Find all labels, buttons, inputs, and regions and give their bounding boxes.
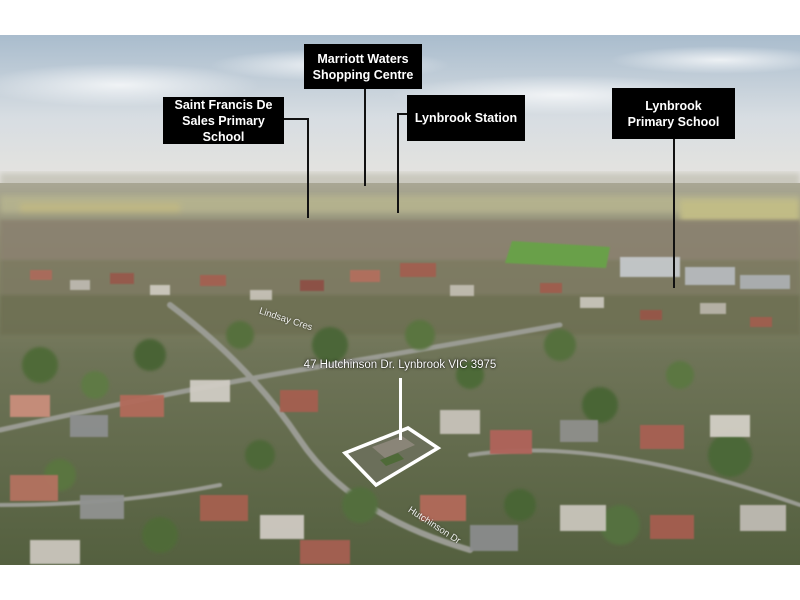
leader-lynbrook-primary bbox=[673, 138, 675, 288]
property-highlight bbox=[341, 426, 442, 488]
aerial-scene bbox=[0, 35, 800, 565]
property-address: 47 Hutchinson Dr. Lynbrook VIC 3975 bbox=[303, 359, 497, 371]
leader-st-francis-h bbox=[283, 118, 309, 120]
callout-marriott-line2: Shopping Centre bbox=[312, 67, 414, 82]
callout-lynbrook-station: Lynbrook Station bbox=[407, 95, 525, 141]
callout-lynbrook-primary-line1: Lynbrook bbox=[645, 98, 702, 113]
leader-property bbox=[399, 378, 402, 440]
callout-st-francis: Saint Francis De Sales Primary School bbox=[163, 97, 284, 144]
callout-lynbrook-primary: Lynbrook Primary School bbox=[612, 88, 735, 139]
sports-oval bbox=[505, 241, 610, 268]
callout-lynbrook-primary-line2: Primary School bbox=[627, 114, 720, 129]
callout-st-francis-line1: Saint Francis De bbox=[174, 97, 273, 112]
leader-st-francis-v bbox=[307, 118, 309, 218]
callout-marriott-line1: Marriott Waters bbox=[317, 51, 409, 66]
callout-lynbrook-station-line1: Lynbrook Station bbox=[414, 111, 518, 125]
callout-marriott-waters: Marriott Waters Shopping Centre bbox=[304, 44, 422, 89]
leader-lynbrook-station-h bbox=[397, 113, 409, 115]
aerial-photo bbox=[0, 35, 800, 565]
leader-lynbrook-station-v bbox=[397, 113, 399, 213]
callout-st-francis-line2: Sales Primary School bbox=[182, 113, 265, 144]
leader-marriott bbox=[364, 88, 366, 186]
